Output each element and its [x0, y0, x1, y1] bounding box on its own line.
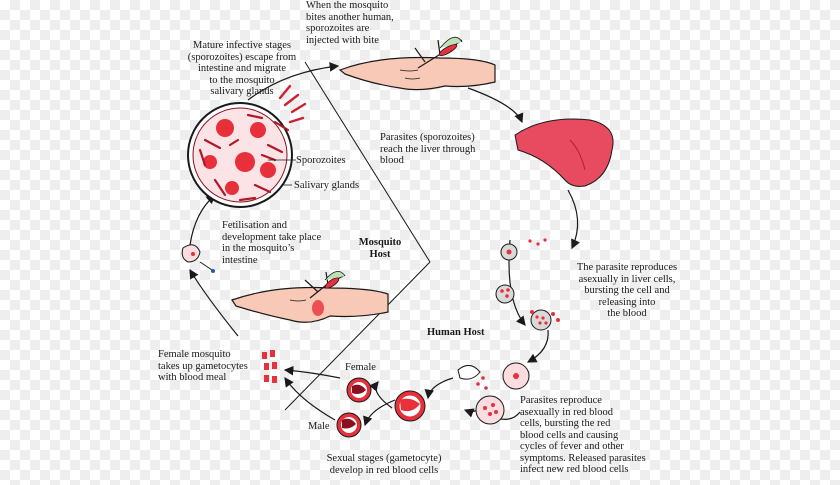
label-mosquito-host: Mosquito Host	[358, 237, 402, 260]
label-liver: Parasites (sporozoites) reach the liver …	[380, 132, 476, 166]
label-female: Female	[345, 362, 376, 373]
label-human-host: Human Host	[427, 327, 485, 338]
label-female-mosquito: Female mosquito takes up gametocytes wit…	[158, 349, 248, 383]
red-blood-cell-icons	[457, 362, 530, 425]
ookinete-icon	[181, 244, 215, 273]
liver-icon	[514, 118, 614, 187]
label-male: Male	[308, 421, 330, 432]
label-sexual-stages: Sexual stages (gametocyte) develop in re…	[326, 453, 442, 476]
salivary-gland-icon	[187, 84, 307, 208]
label-parasite-reproduces: The parasite reproduces asexually in liv…	[576, 262, 678, 319]
label-mature-stages: Mature infective stages (sporozoites) es…	[187, 40, 297, 97]
mosquito-blood-meal-hand-icon	[231, 271, 389, 323]
liver-cell-icons	[495, 238, 560, 331]
label-sporozoites: Sporozoites	[296, 155, 346, 166]
gametocytes-blood-meal-icon	[262, 350, 277, 383]
label-bite: When the mosquito bites another human, s…	[306, 0, 394, 46]
label-fertilisation: Fetilisation and development take place …	[222, 220, 322, 266]
mosquito-biting-hand-icon	[338, 36, 496, 91]
label-red-blood-cells: Parasites reproduce asexually in red blo…	[520, 395, 646, 475]
host-divider	[284, 61, 431, 411]
gametocyte-cell-icons	[336, 377, 426, 438]
label-salivary-glands: Salivary glands	[294, 180, 360, 191]
